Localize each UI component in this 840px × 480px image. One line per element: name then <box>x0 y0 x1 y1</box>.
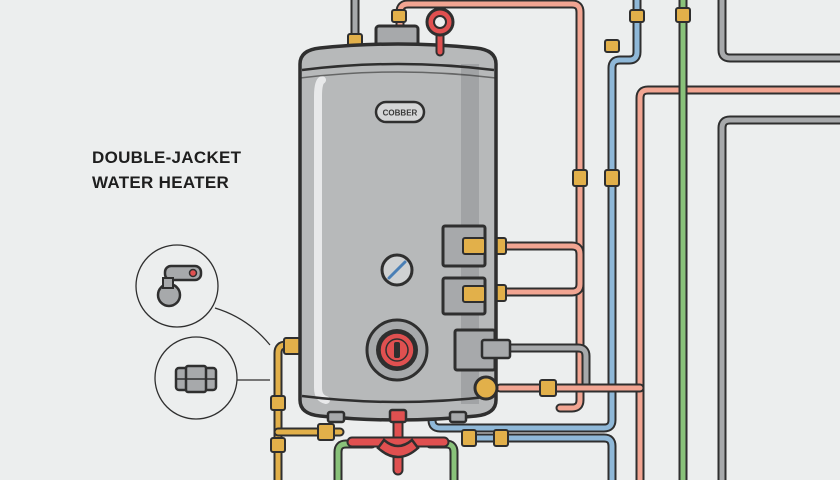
coupling-cold-mid-2 <box>604 169 620 187</box>
brand-label: COBBER <box>383 109 418 118</box>
coupling-cold-mid-1 <box>604 39 620 53</box>
gas-pipe-bottom-right <box>425 439 459 480</box>
detail-circle-coupling <box>154 336 238 420</box>
diagram-title-line-2: WATER HEATER <box>92 173 230 192</box>
tank-top-band <box>299 71 497 79</box>
coupling-cold-top <box>629 9 645 23</box>
detail-circle-valve <box>135 244 219 328</box>
cold-pipe-bottom <box>465 433 617 480</box>
relief-valve-icon <box>425 7 455 57</box>
gauge-icon <box>380 253 414 287</box>
coupling-left-3 <box>270 437 286 453</box>
coupling-hot-top <box>391 9 407 23</box>
valve-icon <box>156 264 203 308</box>
callout-connector <box>214 307 271 346</box>
hot-pipe-top <box>395 0 585 413</box>
coupling-left-4 <box>317 423 335 441</box>
coupling-hot-lower <box>539 379 557 397</box>
coupling-left-2 <box>270 395 286 411</box>
pipe-couplings <box>270 7 691 453</box>
left-feed-pipe <box>273 340 305 480</box>
hot-pipe-loop-upper <box>495 241 585 297</box>
wall-pipes <box>273 0 840 480</box>
tank-bottom-rim <box>301 394 495 404</box>
grey-pipe-right <box>717 115 840 480</box>
tank-top-rim <box>301 62 495 72</box>
gas-control-valve-icon <box>346 408 450 476</box>
detail-callouts <box>135 244 271 420</box>
diagram-title-line-1: DOUBLE-JACKET <box>92 148 242 167</box>
gas-pipe-bottom-left <box>333 439 377 480</box>
coupling-icon <box>174 364 218 394</box>
burner-icon <box>365 318 429 382</box>
control-box-burner <box>453 328 512 372</box>
brand-plate: COBBER <box>374 100 426 124</box>
water-heater-tank: COBBER <box>298 24 512 424</box>
tank-body <box>298 42 498 422</box>
grey-pipe-burner <box>505 343 591 389</box>
drain-fitting <box>473 375 499 401</box>
tank-legs <box>326 410 468 424</box>
cold-pipe-top <box>427 0 642 433</box>
coupling-gas-top <box>675 7 691 23</box>
coupling-left-1 <box>283 337 301 355</box>
grey-pipe-top-right <box>717 0 840 63</box>
coupling-hot-mid <box>572 169 588 187</box>
control-box-lower <box>441 276 487 316</box>
control-box-upper <box>441 224 487 268</box>
coupling-cold-bottom-2 <box>493 429 509 447</box>
hot-pipe-right-run <box>635 85 840 480</box>
coupling-cold-bottom-1 <box>461 429 477 447</box>
